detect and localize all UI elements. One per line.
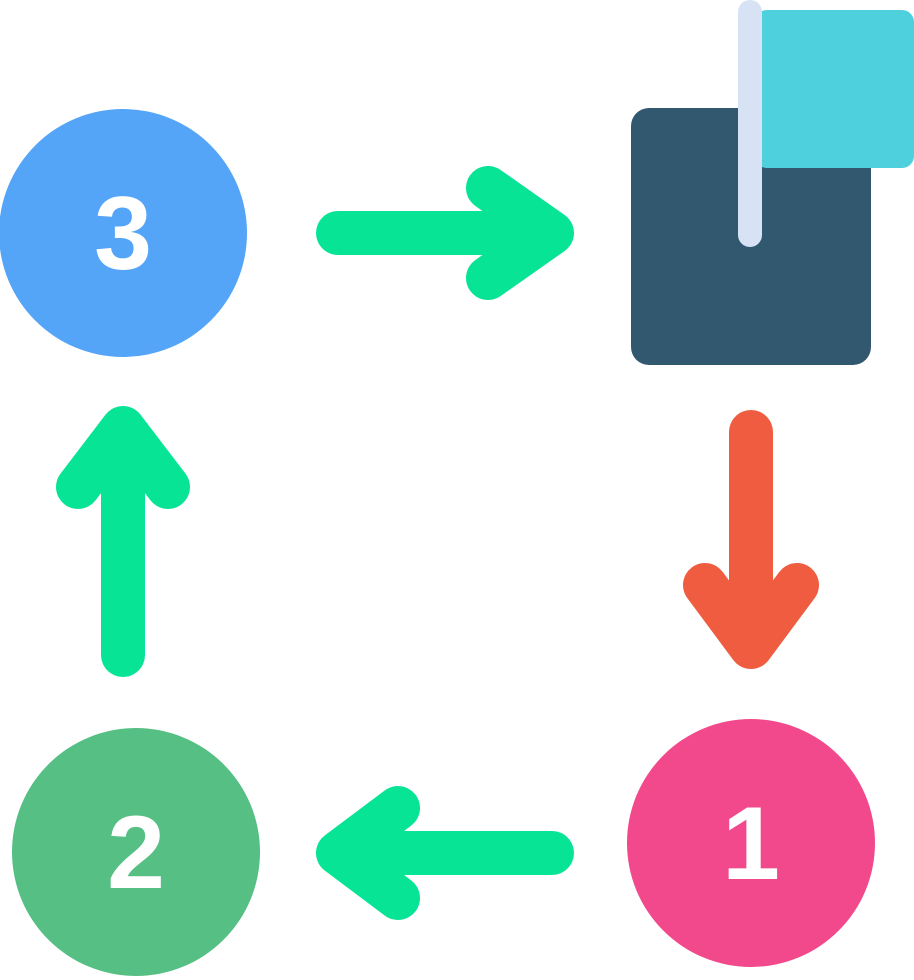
arrow-down-icon: [683, 410, 819, 669]
arrow-left-icon: [316, 786, 574, 920]
goal-flag-icon: [631, 0, 914, 365]
step-3-label: 3: [94, 176, 152, 292]
arrow-up-icon: [56, 406, 190, 677]
step-1-circle: [627, 719, 875, 967]
step-2-circle: [12, 728, 260, 976]
goal-flag: [755, 10, 914, 168]
step-3-circle: [0, 109, 247, 357]
step-1-label: 1: [722, 786, 780, 902]
goal-flag-pole: [738, 0, 762, 247]
step-1-node: 1: [627, 719, 875, 967]
step-3-node: 3: [0, 109, 247, 357]
arrow-right-icon: [316, 166, 574, 300]
step-2-node: 2: [12, 728, 260, 976]
step-2-label: 2: [107, 795, 165, 911]
